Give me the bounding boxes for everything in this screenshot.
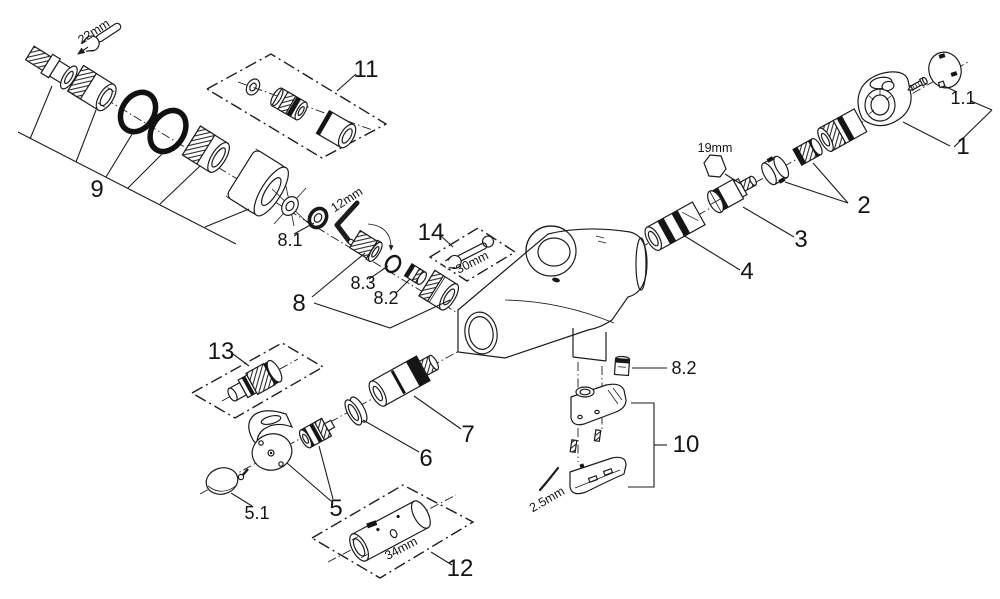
part-7-aquadimmer [368,354,440,407]
part-9-threaded-ring [181,125,230,173]
part-3-thermostat-cartridge [707,175,757,214]
part-label-11: 11 [354,56,379,83]
part-label-8-3: 8.3 [350,273,375,293]
part-8-2-valve-insert [403,262,427,286]
part-8-1-star-washer [271,185,309,227]
part-label-4: 4 [740,258,753,285]
part-8-2-valve-lower [613,355,631,377]
part-1-handle-shroud [857,71,912,127]
part-label-13: 13 [208,338,235,365]
hex-19mm-label: 19mm [698,141,733,155]
group-1-leader-lines [902,109,993,148]
part-label-1-1: 1.1 [950,88,975,108]
axis-kit-13 [221,358,299,402]
part-label-2: 2 [857,192,870,219]
allen-key-2-5mm-icon: 2.5mm [527,466,567,515]
part-9-o-ring-1 [117,89,159,135]
part-10-lower-plate [569,456,627,495]
leader-11 [336,73,357,92]
axis-kit-11 [237,81,379,133]
screw-in-arc [367,223,394,251]
part-label-8-2: 8.2 [373,288,398,308]
part-5-1-cap-disc [205,467,239,495]
leader-5-1 [230,492,253,507]
group-9-leader-lines [17,85,250,245]
part-8-threaded-plug [348,229,383,262]
leader-6 [362,419,420,453]
group-8-leader-lines [293,222,451,329]
axis-diverter-chain [199,335,487,495]
part-8-cap-nut [418,269,460,311]
part-10-grub-screws [569,429,602,454]
part-1-1-cover-plate [928,51,962,89]
part-1-grip-sleeve [817,108,868,152]
group-1-1-leader-lines [943,85,993,111]
part-2-stop-ring [761,155,790,186]
group-5-leader-lines [286,445,334,502]
part-label-9: 9 [90,176,103,203]
part-label-6: 6 [419,445,432,472]
allen-2-5mm-label: 2.5mm [527,484,567,515]
kit-11-box [205,53,388,159]
kit-11-washer [245,78,261,96]
wrench-22mm-icon: 22mm [75,16,122,55]
part-9-o-ring-2 [147,107,189,155]
kit-13-box [190,342,325,419]
allen-12mm-label: 12mm [328,184,365,215]
kit-14-box [428,227,517,282]
part-label-8-1: 8.1 [277,230,302,250]
part-5-lever-handle [248,410,294,471]
part-9-eccentric-nut [66,64,117,112]
part-label-5: 5 [329,495,342,522]
part-2-knurled-sleeve [792,137,823,167]
part-label-8-2-lower: 8.2 [671,358,696,378]
leader-13 [232,353,250,367]
group-2-leader-lines [784,162,849,204]
part-5-1-screw [237,468,249,481]
leader-14 [440,235,454,248]
part-label-8: 8 [292,290,305,317]
part-5-knob-insert [298,417,336,449]
part-9-union-fitting [24,45,78,90]
part-label-12: 12 [447,555,474,582]
leader-7 [413,395,462,430]
part-label-5-1: 5.1 [244,503,269,523]
part-label-3: 3 [794,226,807,253]
part-1-1-screw [907,76,928,91]
part-8-3-o-ring [384,254,402,274]
kit-13-cartridge [227,359,283,402]
group-10-bracket-lines [628,402,667,488]
part-6-ring [344,396,368,426]
part-9-escutcheon [225,148,289,217]
part-4-shuttle [644,201,706,251]
kit-12-box [310,484,475,579]
hex-19mm-icon: 19mm [698,141,742,185]
part-8-1-washer [307,206,329,230]
part-label-7: 7 [461,421,474,448]
leader-4 [682,234,741,271]
part-label-10: 10 [673,431,700,458]
part-label-1: 1 [956,133,969,160]
part-label-14: 14 [418,219,445,246]
part-10-upper-bracket [570,383,627,426]
kit-11-check-valve [270,87,308,121]
faucet-body [457,225,648,362]
kit-11-cap-sleeve [315,109,357,149]
leader-3 [742,206,795,238]
leader-12 [430,551,453,566]
